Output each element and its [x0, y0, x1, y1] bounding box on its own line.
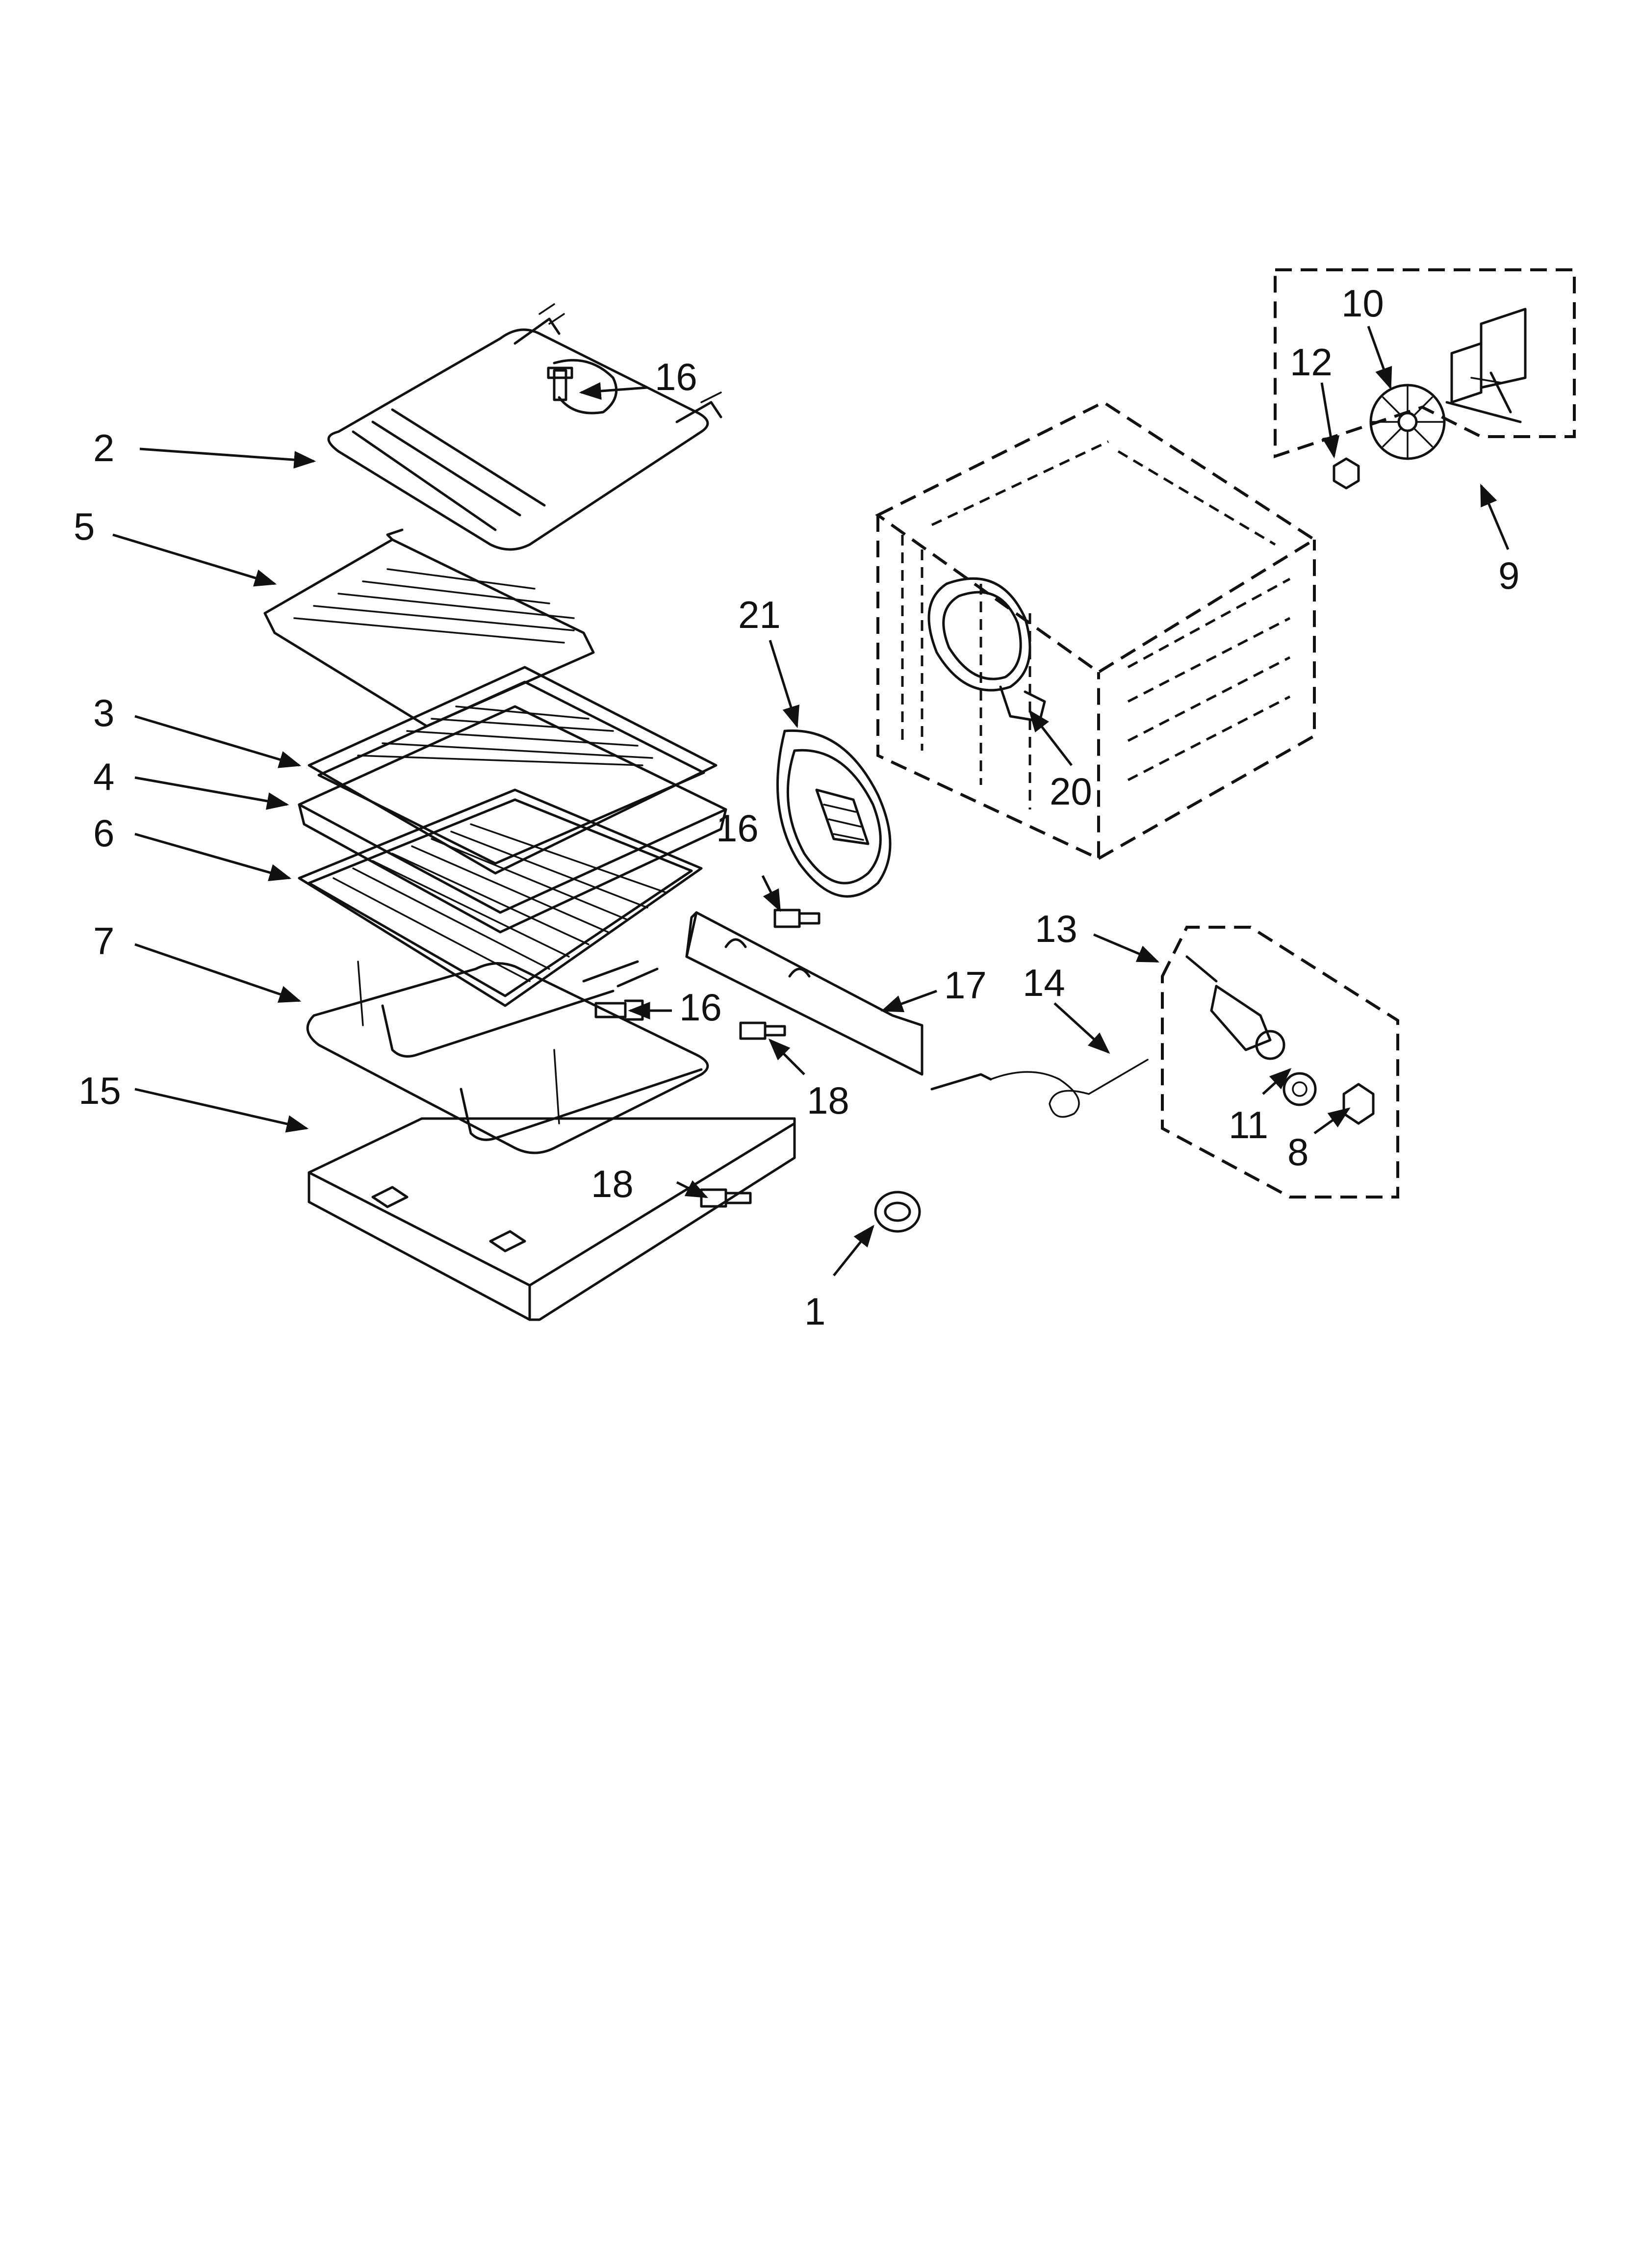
screw-icon	[700, 1188, 752, 1208]
motor-kit-outline	[1274, 268, 1576, 459]
callout-16-mid: 16	[679, 986, 722, 1029]
callout-18-mid: 18	[807, 1079, 849, 1122]
callout-14: 14	[1023, 961, 1065, 1004]
callout-2: 2	[93, 426, 114, 469]
bracket	[685, 911, 924, 1076]
screw-icon	[547, 366, 573, 401]
light-socket	[1185, 955, 1285, 1060]
callout-15: 15	[78, 1069, 121, 1112]
callout-labels: 2 5 3 4 6 7 15 16 16 18 18 16 21 17 14 1…	[74, 282, 1519, 1333]
convection-element	[927, 577, 1046, 723]
callout-12: 12	[1290, 340, 1333, 384]
leader-lines	[112, 326, 1510, 1277]
callout-16-top: 16	[655, 355, 697, 398]
callout-20: 20	[1050, 770, 1092, 813]
callout-1: 1	[804, 1290, 825, 1333]
callout-9: 9	[1498, 554, 1519, 597]
callout-21: 21	[738, 593, 781, 636]
broil-pan-grid	[263, 528, 595, 728]
callout-13: 13	[1035, 907, 1078, 950]
callout-10: 10	[1341, 282, 1384, 325]
callout-16-light: 16	[716, 807, 759, 850]
callout-17: 17	[944, 964, 987, 1007]
fan-motor	[1445, 308, 1527, 423]
broil-element	[327, 303, 722, 551]
bake-element	[306, 960, 709, 1154]
callout-11: 11	[1229, 1103, 1268, 1147]
oven-rack	[298, 788, 703, 1007]
bottom-panel	[308, 1117, 796, 1321]
callout-6: 6	[93, 811, 114, 855]
fan-blade	[1369, 384, 1446, 460]
screw-icon	[773, 909, 821, 928]
nut-icon	[1342, 1083, 1375, 1125]
callout-8: 8	[1287, 1130, 1308, 1173]
light-socket-outline	[1161, 926, 1399, 1199]
callout-7: 7	[93, 919, 114, 963]
washer-icon	[1283, 1072, 1317, 1106]
callout-4: 4	[93, 755, 114, 798]
callout-18-bottom: 18	[591, 1162, 634, 1205]
light-plate	[776, 729, 892, 898]
callout-3: 3	[93, 691, 114, 734]
broil-pan	[298, 666, 727, 934]
nut-icon	[1333, 457, 1360, 490]
knob-icon	[874, 1191, 921, 1233]
meat-probe	[930, 1059, 1149, 1118]
callout-5: 5	[74, 505, 95, 548]
screw-icon	[739, 1021, 786, 1040]
